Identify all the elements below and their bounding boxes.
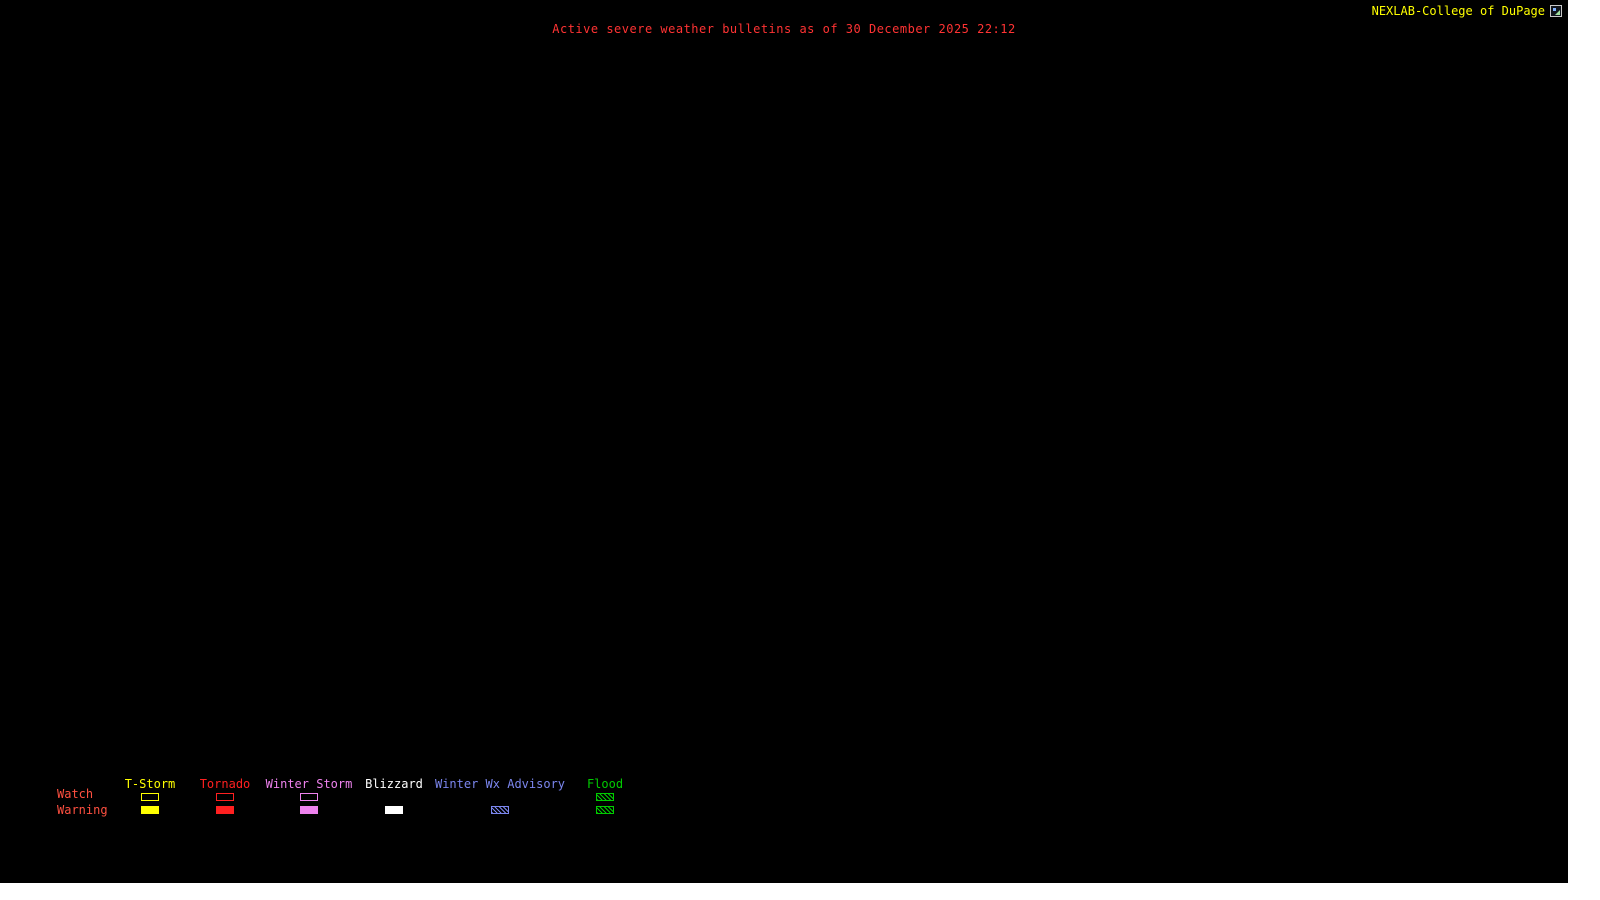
legend-column-blizzard: Blizzard	[364, 777, 424, 819]
bulletin-title: Active severe weather bulletins as of 30…	[552, 22, 1016, 36]
legend-column-winter-wx-advisory: Winter Wx Advisory	[434, 777, 566, 819]
warning-swatch	[300, 806, 318, 814]
legend-column-label: Tornado	[199, 777, 251, 791]
site-header: NEXLAB-College of DuPage	[1372, 4, 1562, 18]
legend-row-label-watch: Watch	[57, 787, 94, 801]
legend-column-tornado: Tornado	[197, 777, 253, 819]
watch-swatch	[596, 793, 614, 801]
warning-swatch	[216, 806, 234, 814]
legend-column-label: Winter Storm	[265, 777, 353, 791]
warning-swatch	[596, 806, 614, 814]
watch-swatch	[300, 793, 318, 801]
legend-column-label: Flood	[586, 777, 624, 791]
legend-column-winter-storm: Winter Storm	[263, 777, 355, 819]
legend-column-label: T-Storm	[124, 777, 176, 791]
legend-column-tstorm: T-Storm	[122, 777, 178, 819]
warning-swatch	[491, 806, 509, 814]
image-placeholder-icon	[1550, 5, 1562, 17]
site-label: NEXLAB-College of DuPage	[1371, 4, 1545, 18]
legend-column-flood: Flood	[584, 777, 626, 819]
map-canvas: NEXLAB-College of DuPage Active severe w…	[0, 0, 1568, 883]
legend: Watch Warning T-Storm Tornado Winter Sto…	[0, 777, 720, 825]
warning-swatch	[385, 806, 403, 814]
legend-column-label: Blizzard	[365, 777, 423, 791]
watch-swatch	[141, 793, 159, 801]
warning-swatch	[141, 806, 159, 814]
watch-swatch	[216, 793, 234, 801]
legend-column-label: Winter Wx Advisory	[434, 777, 566, 791]
legend-row-label-warning: Warning	[57, 803, 108, 817]
